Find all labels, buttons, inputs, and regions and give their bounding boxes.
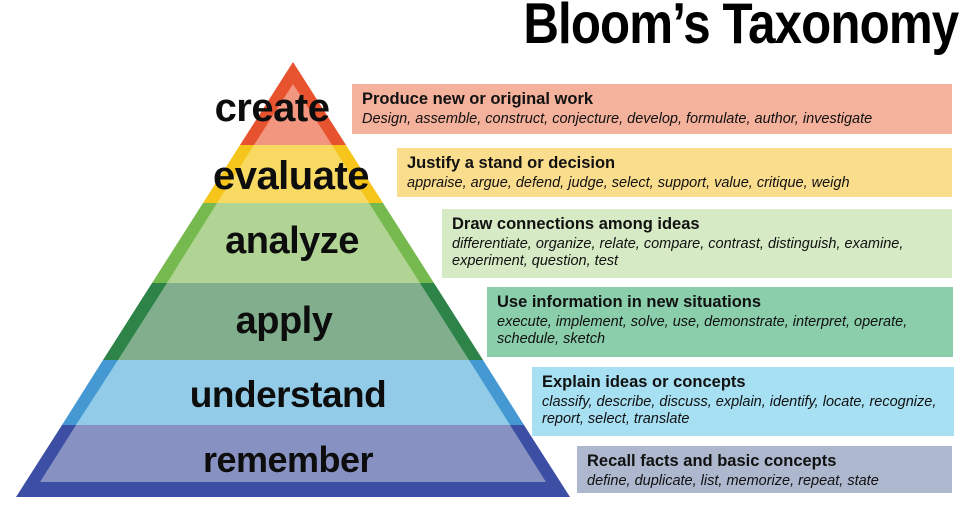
description-heading: Use information in new situations <box>497 293 762 311</box>
pyramid-band-evaluate-fill <box>217 145 369 203</box>
description-box-evaluate: Justify a stand or decision appraise, ar… <box>397 148 952 197</box>
description-heading: Draw connections among ideas <box>452 215 700 233</box>
page-title: Bloom’s Taxonomy <box>523 0 959 56</box>
description-box-remember: Recall facts and basic concepts define, … <box>577 446 952 493</box>
pyramid-band-apply-fill <box>118 283 469 360</box>
description-box-analyze: Draw connections among ideas differentia… <box>442 209 952 278</box>
pyramid-label-evaluate: evaluate <box>212 154 370 198</box>
pyramid-band-analyze-fill <box>167 203 420 283</box>
pyramid-label-remember: remember <box>202 439 374 480</box>
pyramid-band-remember-fill <box>40 425 546 482</box>
description-box-understand: Explain ideas or concepts classify, desc… <box>532 367 954 436</box>
description-verbs: define, duplicate, list, memorize, repea… <box>587 472 879 489</box>
pyramid-label-analyze: analyze <box>225 220 359 262</box>
description-verbs: differentiate, organize, relate, compare… <box>452 235 904 269</box>
description-box-create: Produce new or original work Design, ass… <box>352 84 952 134</box>
description-heading: Produce new or original work <box>362 90 594 108</box>
pyramid-label-create: create <box>214 86 330 130</box>
pyramid-band-understand-fill <box>76 360 510 425</box>
description-box-apply: Use information in new situations execut… <box>487 287 953 357</box>
pyramid-label-understand: understand <box>189 374 387 415</box>
pyramid-label-apply: apply <box>235 300 333 342</box>
description-verbs: execute, implement, solve, use, demonstr… <box>497 313 908 347</box>
description-heading: Explain ideas or concepts <box>542 373 746 391</box>
description-heading: Justify a stand or decision <box>407 154 616 172</box>
description-verbs: appraise, argue, defend, judge, select, … <box>407 174 850 191</box>
description-heading: Recall facts and basic concepts <box>587 452 837 470</box>
description-verbs: Design, assemble, construct, conjecture,… <box>362 110 873 127</box>
description-verbs: classify, describe, discuss, explain, id… <box>542 393 937 427</box>
pyramid-band-create-fill <box>254 84 332 145</box>
